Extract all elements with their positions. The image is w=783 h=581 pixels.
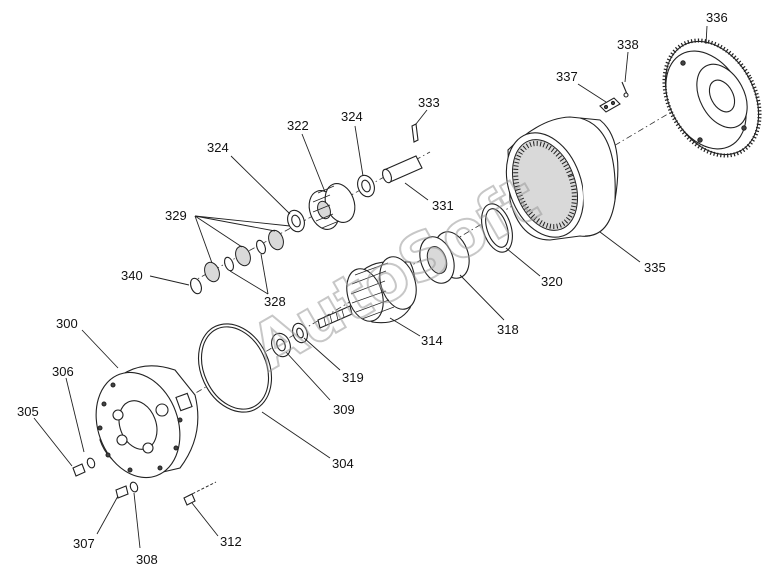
part-308-seal [129, 481, 139, 493]
callout-307: 307 [73, 536, 95, 551]
callout-331: 331 [432, 198, 454, 213]
part-340-snap-ring [190, 277, 202, 295]
callout-333: 333 [418, 95, 440, 110]
part-322-planet-gear [308, 183, 356, 230]
part-300-housing [95, 365, 199, 479]
part-320-snap-ring [481, 203, 513, 253]
part-329-needle-bearing-set [204, 229, 284, 283]
part-309-thrust-washer [271, 332, 291, 358]
callout-306: 306 [52, 364, 74, 379]
part-338-pin [621, 81, 629, 98]
part-305-plug [72, 463, 86, 477]
callout-312: 312 [220, 534, 242, 549]
callout-340: 340 [121, 268, 143, 283]
part-335-ring-drum [505, 116, 619, 241]
part-337-lock-plate [599, 97, 621, 113]
leader-lines [33, 25, 708, 549]
callout-319: 319 [342, 370, 364, 385]
callout-329: 329 [165, 208, 187, 223]
callout-304: 304 [332, 456, 354, 471]
part-307-plug [115, 485, 129, 499]
callout-318: 318 [497, 322, 519, 337]
part-324-thrust-washer-right [357, 174, 375, 198]
callout-324-right: 324 [341, 109, 363, 124]
callout-338: 338 [617, 37, 639, 52]
part-324-thrust-washer-left [287, 209, 305, 233]
callout-314: 314 [421, 333, 443, 348]
callout-305: 305 [17, 404, 39, 419]
callout-300: 300 [56, 316, 78, 331]
callout-308: 308 [136, 552, 158, 567]
part-312-bolt [183, 481, 217, 506]
callout-335: 335 [644, 260, 666, 275]
callout-320: 320 [541, 274, 563, 289]
part-318-bearing [419, 231, 470, 284]
part-319-thrust-washer [292, 322, 308, 344]
callout-337: 337 [556, 69, 578, 84]
callout-309: 309 [333, 402, 355, 417]
part-306-seal [86, 457, 96, 469]
part-336-ring-gear-hub [662, 38, 762, 158]
callout-328: 328 [264, 294, 286, 309]
callout-336: 336 [706, 10, 728, 25]
callout-322: 322 [287, 118, 309, 133]
part-328-spacer-set [223, 239, 267, 272]
callout-labels: 336 338 337 333 322 324 324 331 329 340 … [17, 10, 728, 567]
part-333-spring-pin [411, 123, 419, 143]
part-304-o-ring [198, 323, 272, 413]
watermark-text: AutoSoft [239, 163, 552, 386]
part-314-sun-gear [317, 256, 417, 329]
part-331-planet-shaft [381, 155, 423, 184]
callout-324-left: 324 [207, 140, 229, 155]
